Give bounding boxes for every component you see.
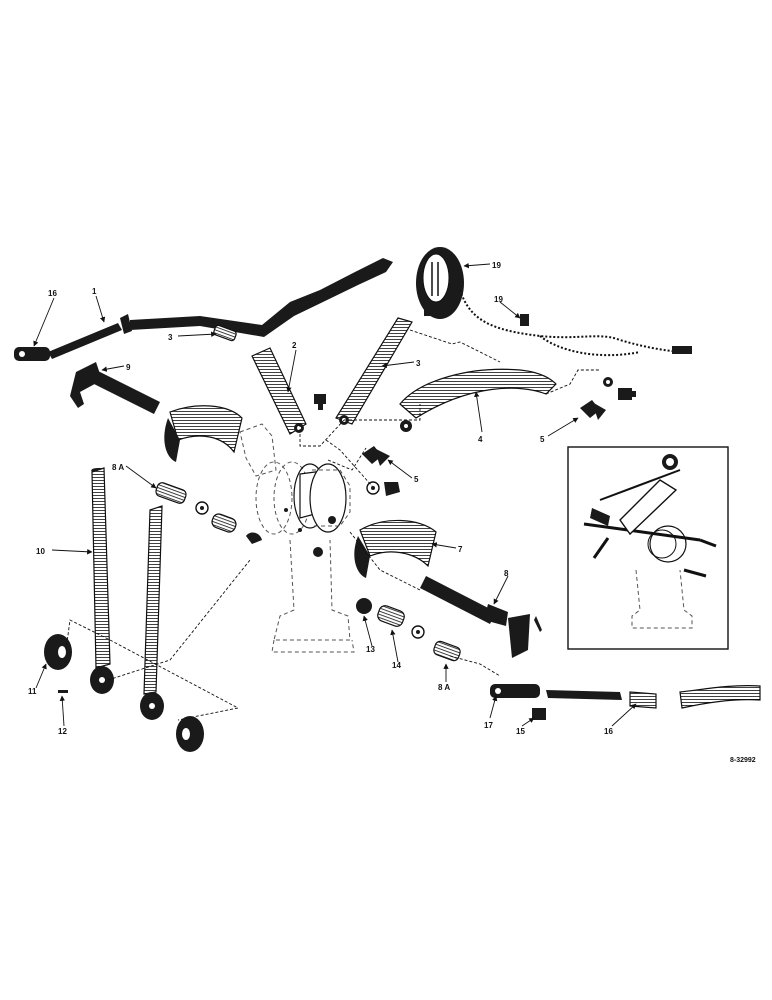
assembly-line-6 xyxy=(325,439,373,487)
callout-18: 19 xyxy=(492,261,501,270)
clevis-yoke-bottom xyxy=(490,684,540,698)
assembly-line-4 xyxy=(545,369,600,395)
washer-and-bolt xyxy=(603,377,636,400)
washer-left xyxy=(195,501,209,515)
spring-left xyxy=(211,513,237,533)
callout-17-top: 16 xyxy=(48,289,57,298)
wing-nut-5-upper xyxy=(580,400,606,420)
callout-8a-right: 8 A xyxy=(438,683,450,692)
washer-center xyxy=(366,481,400,496)
wing-nut-5-lower xyxy=(362,446,390,466)
lever-2 xyxy=(251,347,307,435)
callout-7: 7 xyxy=(458,545,463,554)
callout-15: 15 xyxy=(516,727,525,736)
crank-shaft-8 xyxy=(420,576,542,658)
callout-9: 9 xyxy=(126,363,131,372)
hand-lever-10a xyxy=(90,467,114,694)
ring-13 xyxy=(356,598,372,614)
callout-2: 2 xyxy=(292,341,297,350)
shield-7-left xyxy=(164,405,243,462)
clip-19 xyxy=(520,314,529,326)
grooved-pin-3 xyxy=(213,324,237,342)
callout-11: 11 xyxy=(28,687,37,696)
bent-control-rod-top xyxy=(130,258,393,337)
assembly-line-10 xyxy=(349,531,421,591)
callout-5-lower: 5 xyxy=(414,475,419,484)
callout-8a-left: 8 A xyxy=(112,463,124,472)
hub-discs xyxy=(255,461,351,557)
sleeve-8a-right xyxy=(433,640,461,662)
crank-handle-9 xyxy=(70,362,160,414)
drawing-reference-number: 8-32992 xyxy=(730,757,756,764)
disc-11 xyxy=(44,634,72,670)
assembly-line-9 xyxy=(449,655,501,677)
quadrant-4 xyxy=(399,368,557,432)
callout-14: 14 xyxy=(392,661,401,670)
sleeve-8a-left xyxy=(155,482,187,504)
callout-17-bottom: 17 xyxy=(484,721,493,730)
hand-lever-10b xyxy=(140,505,164,720)
assembly-line-3 xyxy=(409,329,501,363)
lamp-assembly-18 xyxy=(416,247,692,357)
clevis-yoke-top xyxy=(14,347,50,361)
central-pedestal-ghost xyxy=(239,423,355,653)
callout-12: 12 xyxy=(58,727,67,736)
callout-1: 1 xyxy=(92,287,97,296)
assembly-line-5 xyxy=(327,447,367,471)
assembly-line-2 xyxy=(344,404,421,421)
assembly-line-8 xyxy=(65,619,240,721)
control-rod-1 xyxy=(48,314,132,359)
callout-8: 8 xyxy=(504,569,509,578)
callout-3-lever: 3 xyxy=(416,359,421,368)
inset-view xyxy=(567,446,729,650)
washer-right xyxy=(411,625,425,639)
bolt-15 xyxy=(532,708,546,720)
callout-3-pin: 3 xyxy=(168,333,173,342)
callout-19: 19 xyxy=(494,295,503,304)
bolt-2 xyxy=(314,394,326,410)
pin-12 xyxy=(58,690,68,693)
callout-16: 16 xyxy=(604,727,613,736)
callout-10: 10 xyxy=(36,547,45,556)
rod-16 xyxy=(546,685,761,709)
shield-7-right xyxy=(354,519,437,578)
callout-13: 13 xyxy=(366,645,375,654)
disc-bottom xyxy=(176,716,204,752)
callout-4: 4 xyxy=(478,435,483,444)
spring-14 xyxy=(377,605,405,627)
assembly-line-1 xyxy=(299,419,345,447)
assembly-line-7 xyxy=(107,559,251,681)
callout-5-upper: 5 xyxy=(540,435,545,444)
pin-left xyxy=(246,532,262,544)
lever-3 xyxy=(335,317,413,425)
